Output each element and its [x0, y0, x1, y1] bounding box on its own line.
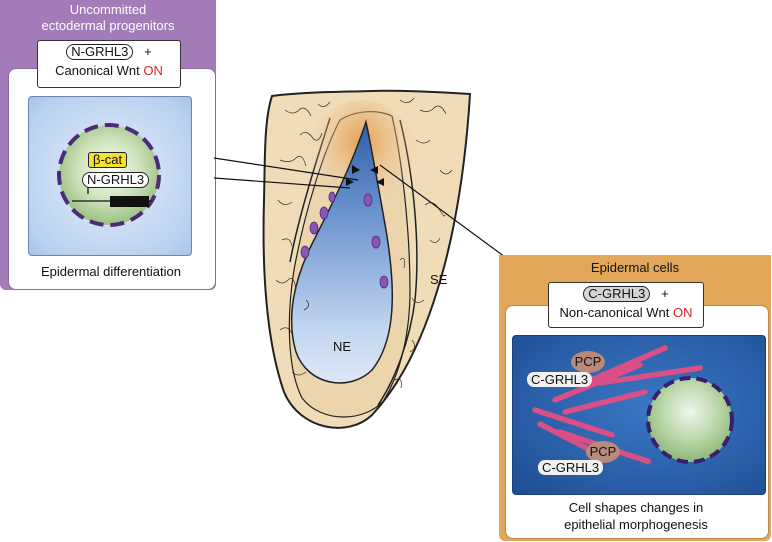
- right-caption-line1: Cell shapes changes in: [568, 500, 704, 515]
- c-grhl3-bottom-label: C-GRHL3: [538, 460, 604, 475]
- c-grhl3-top-label: C-GRHL3: [527, 372, 593, 387]
- pathway-text-right: Non-canonical Wnt: [559, 305, 670, 320]
- pathway-state: ON: [143, 63, 163, 78]
- plus-sign: +: [144, 44, 152, 59]
- connector-lines: [213, 157, 521, 269]
- right-formula-box: C-GRHL3 + Non-canonical Wnt ON: [548, 282, 704, 328]
- right-caption-line2: epithelial morphogenesis: [564, 517, 708, 532]
- left-title-line1: Uncommitted: [69, 2, 147, 17]
- pathway-text: Canonical Wnt: [55, 63, 140, 78]
- plus-sign-right: +: [661, 286, 669, 301]
- embryo-section: [262, 89, 472, 429]
- right-caption: Cell shapes changes in epithelial morpho…: [505, 499, 767, 533]
- closure-arrows: [346, 165, 384, 186]
- left-caption: Epidermal differentiation: [41, 264, 181, 279]
- pcp-bottom: PCP: [586, 441, 620, 463]
- se-label: SE: [430, 272, 448, 287]
- actin-fibres: [532, 345, 703, 465]
- left-panel-title: Uncommitted ectodermal progenitors: [0, 2, 216, 34]
- beta-cat-tag: β-cat: [88, 152, 128, 168]
- gene-box: [110, 196, 149, 207]
- left-formula-box: N-GRHL3 + Canonical Wnt ON: [37, 40, 181, 88]
- right-nucleus: [646, 376, 734, 464]
- pcp-top: PCP: [571, 351, 605, 373]
- ne-label: NE: [333, 339, 352, 354]
- left-title-line2: ectodermal progenitors: [41, 18, 175, 33]
- n-grhl3-gene-label: N-GRHL3: [82, 172, 150, 188]
- purple-cells: [300, 191, 389, 289]
- pathway-state-right: ON: [672, 305, 693, 320]
- n-grhl3-pill: N-GRHL3: [66, 44, 134, 60]
- c-grhl3-pill: C-GRHL3: [583, 286, 651, 302]
- right-panel-title: Epidermal cells: [590, 260, 680, 275]
